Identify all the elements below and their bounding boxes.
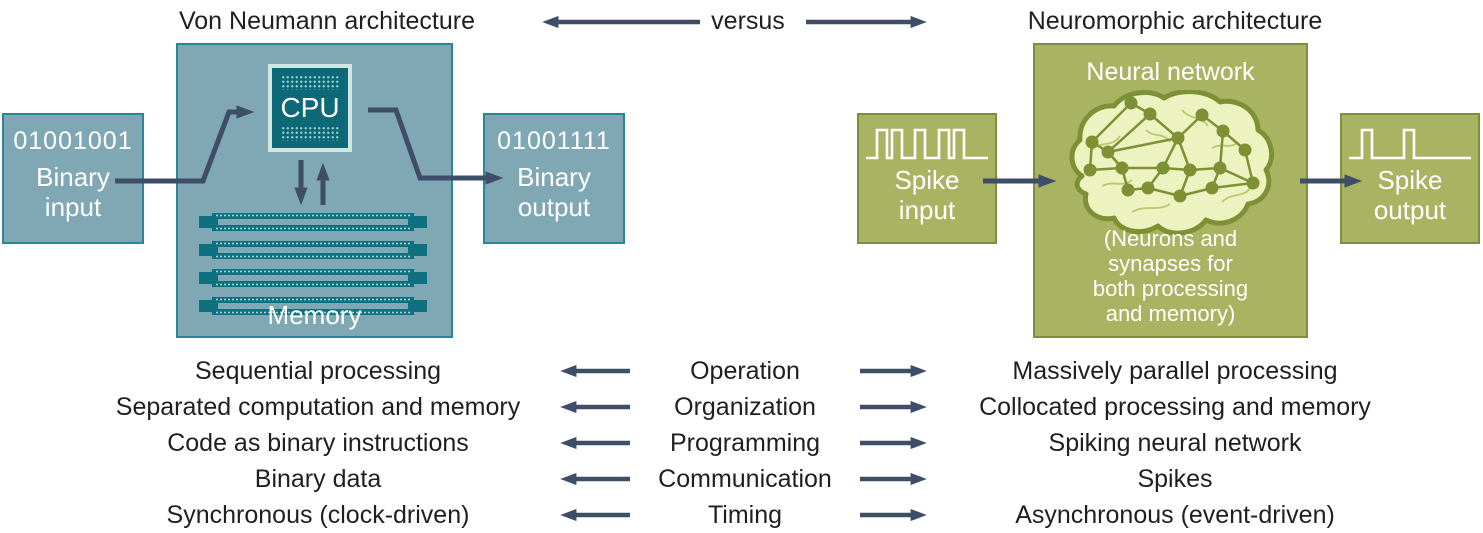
comparison-right-programming: Spiking neural network	[1048, 429, 1302, 457]
comparison-right-organization: Collocated processing and memory	[979, 393, 1371, 421]
binary-input-label-line2: input	[44, 192, 102, 222]
memory-module-icon	[199, 213, 427, 231]
cpu-label: CPU	[280, 92, 340, 123]
versus-label: versus	[711, 7, 785, 35]
binary-input-box: 01001001 Binary input	[2, 113, 144, 244]
comparison-category-organization: Organization	[674, 393, 816, 421]
cpu-pin-dots-bottom	[281, 126, 339, 141]
cpu-pin-dots-top	[281, 75, 339, 90]
von-neumann-title: Von Neumann architecture	[178, 7, 475, 35]
neural-network-title: Neural network	[1086, 58, 1255, 86]
brain-network-icon	[1069, 90, 1275, 236]
comparison-category-timing: Timing	[707, 501, 783, 529]
comparison-left-operation: Sequential processing	[195, 357, 441, 385]
binary-input-value: 01001001	[13, 127, 133, 155]
spike-output-label-line2: output	[1373, 195, 1447, 225]
spike-output-box: Spike output	[1340, 113, 1480, 244]
memory-module-icon	[199, 297, 427, 315]
comparison-right-communication: Spikes	[1137, 465, 1213, 493]
spike-input-label-line1: Spike	[894, 165, 960, 195]
neural-network-caption: (Neurons and synapses for both processin…	[1092, 226, 1249, 326]
neuromorphic-title: Neuromorphic architecture	[1027, 7, 1323, 35]
comparison-left-organization: Separated computation and memory	[115, 393, 521, 421]
comparison-left-communication: Binary data	[254, 465, 382, 493]
von-neumann-machine-box: CPU Memory	[176, 43, 453, 338]
comparison-left-timing: Synchronous (clock-driven)	[166, 501, 470, 529]
memory-module-icon	[199, 269, 427, 287]
binary-output-label-line2: output	[517, 192, 591, 222]
comparison-right-timing: Asynchronous (event-driven)	[1015, 501, 1335, 529]
neuron-nodes	[1083, 96, 1260, 203]
comparison-category-programming: Programming	[669, 429, 821, 457]
spike-input-waveform-icon	[866, 128, 988, 160]
neural-network-box: Neural network	[1033, 43, 1308, 338]
spike-output-label-line1: Spike	[1377, 165, 1443, 195]
spike-input-label-line2: input	[898, 195, 956, 225]
comparison-left-programming: Code as binary instructions	[167, 429, 469, 457]
comparison-category-operation: Operation	[690, 357, 800, 385]
comparison-right-operation: Massively parallel processing	[1012, 357, 1338, 385]
binary-output-box: 01001111 Binary output	[483, 113, 625, 244]
memory-label: Memory	[267, 300, 362, 330]
comparison-category-communication: Communication	[658, 465, 832, 493]
binary-output-label-line1: Binary	[517, 162, 591, 192]
spike-output-waveform-icon	[1349, 128, 1471, 160]
binary-input-label-line1: Binary	[36, 162, 110, 192]
memory-module-icon	[199, 241, 427, 259]
spike-input-box: Spike input	[857, 113, 997, 244]
binary-output-value: 01001111	[497, 127, 611, 155]
cpu-chip-icon: CPU	[268, 64, 352, 152]
